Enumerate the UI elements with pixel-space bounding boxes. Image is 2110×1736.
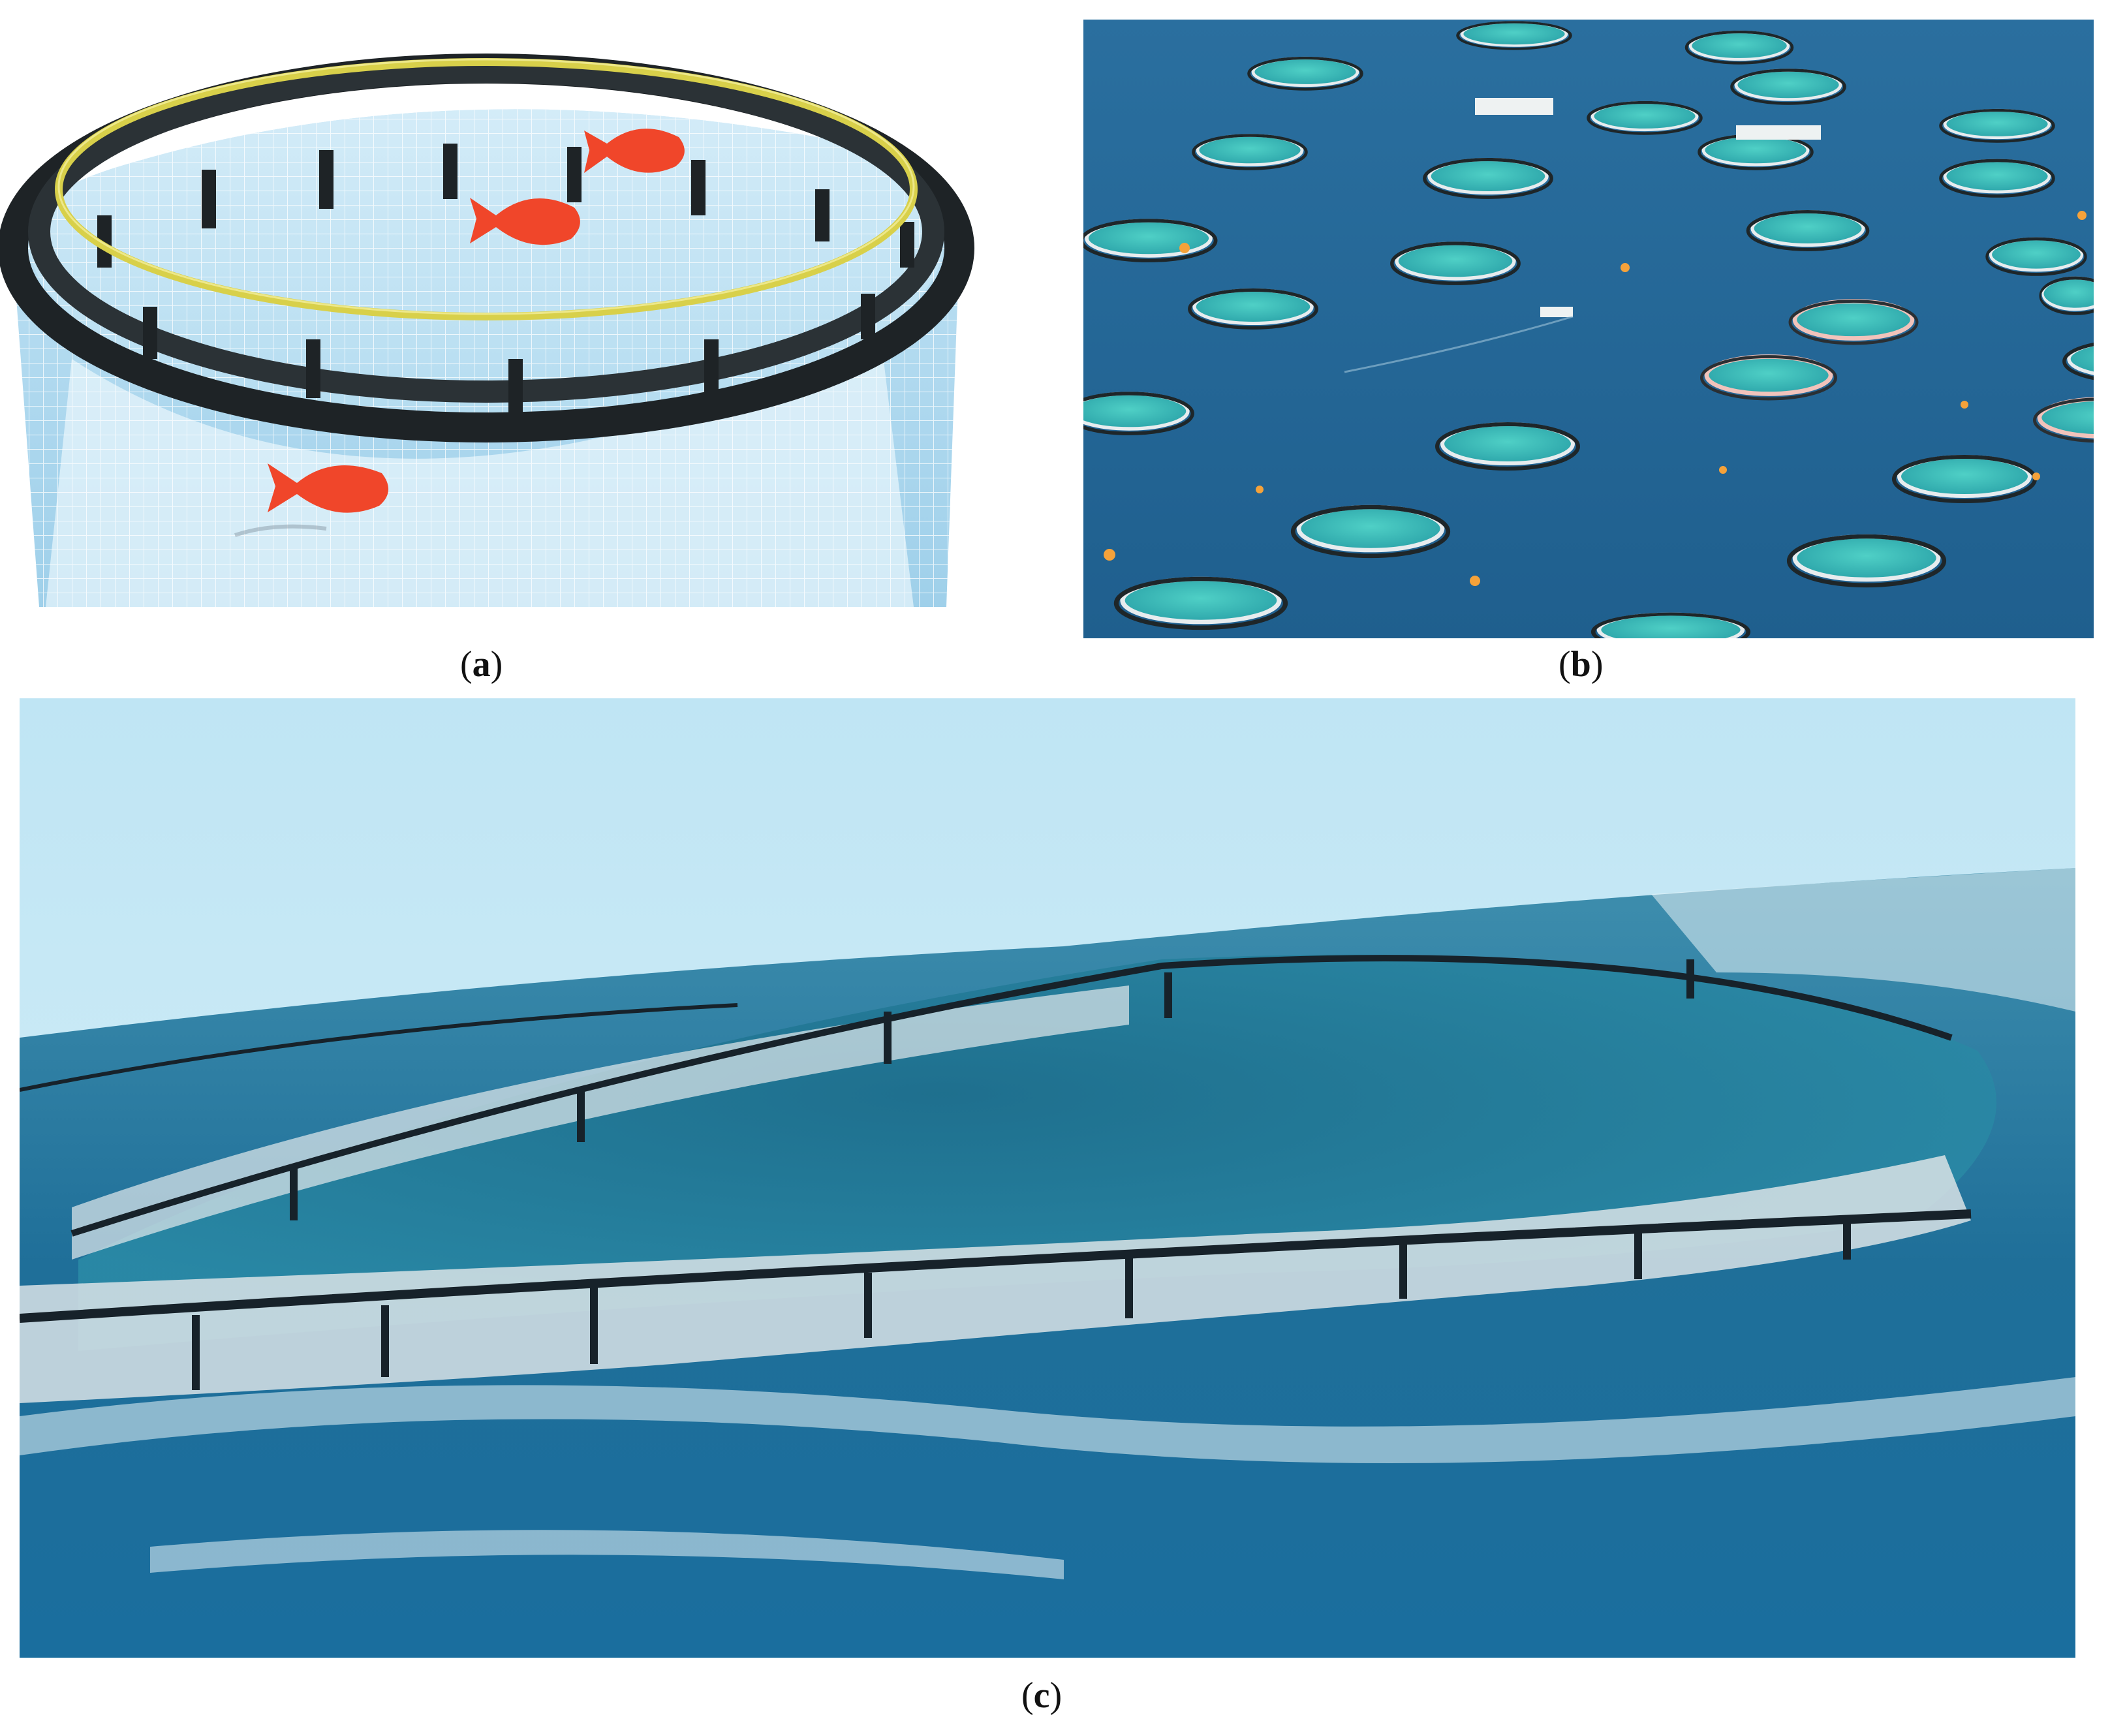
caption-c: (c) [1021, 1677, 1062, 1714]
boat [1540, 307, 1573, 317]
caption-a: (a) [460, 646, 503, 683]
stanchions [97, 144, 914, 418]
handrail-back [70, 955, 1953, 1237]
panel-c-rough-sea-photo [20, 698, 2075, 1658]
handrail-front [20, 1209, 1972, 1323]
caption-label: c [1033, 1675, 1050, 1716]
fish-icon [234, 463, 389, 537]
caption-b: (b) [1559, 646, 1603, 683]
caption-close-paren: ) [1590, 644, 1604, 685]
net-cage-illustration [0, 54, 974, 607]
caption-label: b [1570, 644, 1591, 685]
caption-close-paren: ) [490, 644, 503, 685]
net-skirt [20, 1155, 1971, 1403]
boat [1475, 98, 1553, 115]
stanchions [192, 959, 1851, 1390]
fish-icon [470, 198, 580, 245]
aerial-fish-farm-photo [1083, 20, 2094, 638]
caption-open-paren: ( [1021, 1675, 1034, 1716]
floating-pipe-inner [28, 61, 944, 403]
caption-label: a [472, 644, 491, 685]
fish-icon [584, 129, 685, 173]
caption-open-paren: ( [1559, 644, 1571, 685]
panel-b-aerial-photo [1083, 20, 2094, 638]
cage-in-storm-photo [20, 698, 2075, 1658]
buoys [1104, 211, 2087, 586]
caption-open-paren: ( [460, 644, 473, 685]
panel-a-illustration [0, 33, 985, 607]
caption-close-paren: ) [1049, 1675, 1063, 1716]
boat [1736, 125, 1821, 140]
